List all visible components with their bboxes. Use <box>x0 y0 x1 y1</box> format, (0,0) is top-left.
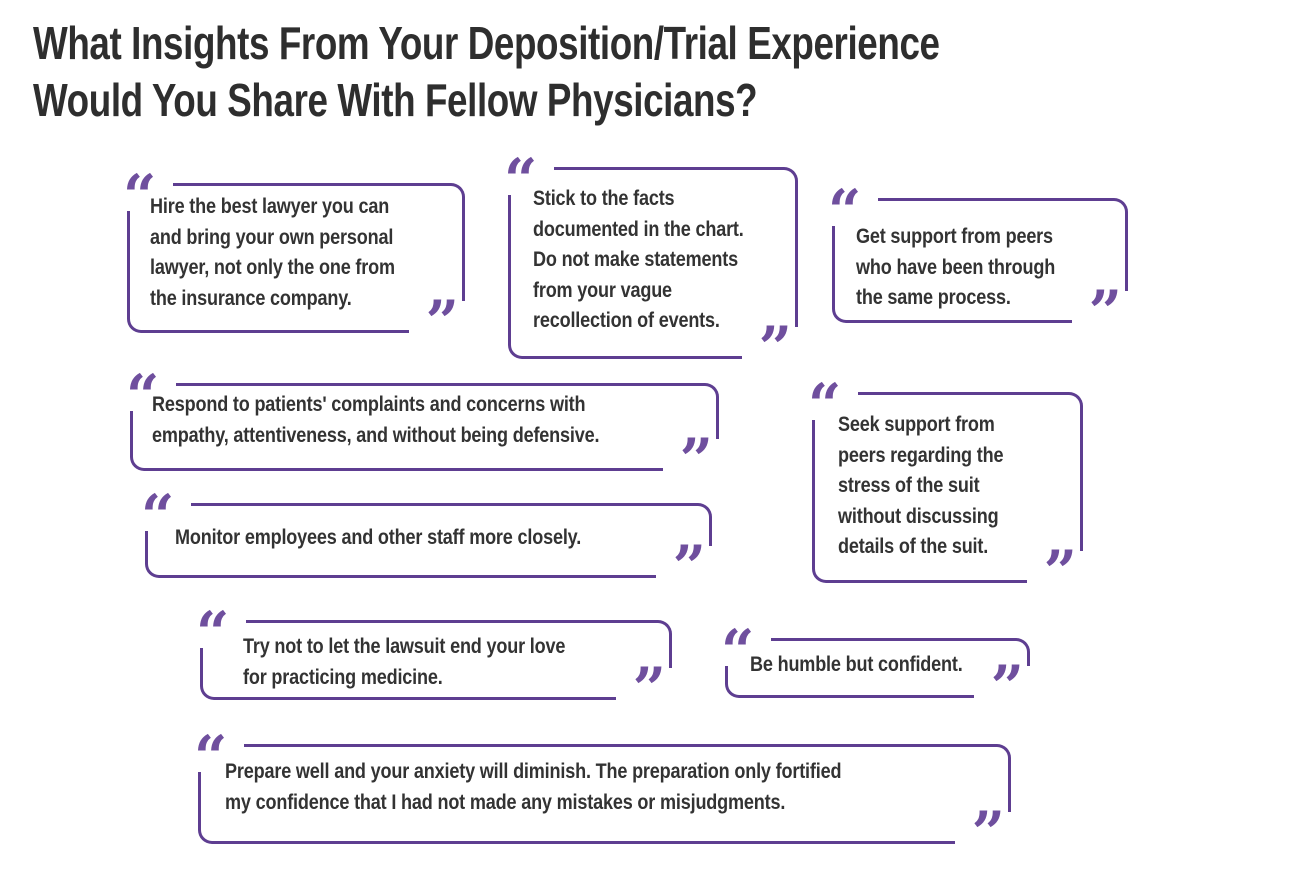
close-quote-icon: ” <box>758 314 792 382</box>
quote-text: Get support from peers who have been thr… <box>856 225 1056 309</box>
open-quote-icon: “ <box>721 617 755 685</box>
close-quote-icon: ” <box>679 426 713 494</box>
close-quote-icon: ” <box>1088 278 1122 346</box>
quote-card-7: “ Try not to let the lawsuit end your lo… <box>196 604 672 718</box>
quote-text: Try not to let the lawsuit end your love… <box>243 635 566 689</box>
quote-card-5: “ Seek support from peers regarding the … <box>808 376 1083 601</box>
quote-card-8: “ Be humble but confident. ” <box>721 622 1030 716</box>
close-quote-icon: ” <box>1043 538 1077 606</box>
quote-text: Monitor employees and other staff more c… <box>175 526 582 549</box>
close-quote-icon: ” <box>425 288 459 356</box>
quote-text: Hire the best lawyer you can and bring y… <box>150 195 395 310</box>
open-quote-icon: “ <box>123 162 157 230</box>
open-quote-icon: “ <box>194 723 228 791</box>
quote-text: Respond to patients' complaints and conc… <box>152 393 600 447</box>
quote-text: Stick to the facts documented in the cha… <box>533 187 744 332</box>
quote-card-1: “ Hire the best lawyer you can and bring… <box>123 167 465 351</box>
quote-text: Seek support from peers regarding the st… <box>838 413 1004 558</box>
open-quote-icon: “ <box>141 482 175 550</box>
open-quote-icon: “ <box>808 371 842 439</box>
quote-card-2: “ Stick to the facts documented in the c… <box>504 151 798 377</box>
quote-text: Be humble but confident. <box>750 653 963 676</box>
page-title: What Insights From Your Deposition/Trial… <box>33 17 940 126</box>
open-quote-icon: “ <box>828 177 862 245</box>
quote-card-6: “ Monitor employees and other staff more… <box>141 487 712 596</box>
open-quote-icon: “ <box>126 362 160 430</box>
quote-card-4: “ Respond to patients' complaints and co… <box>126 367 719 489</box>
close-quote-icon: ” <box>632 655 666 723</box>
close-quote-icon: ” <box>971 799 1005 867</box>
quote-card-3: “ Get support from peers who have been t… <box>828 182 1128 341</box>
open-quote-icon: “ <box>504 146 538 214</box>
close-quote-icon: ” <box>990 653 1024 721</box>
open-quote-icon: “ <box>196 599 230 667</box>
close-quote-icon: ” <box>672 533 706 601</box>
quote-card-9: “ Prepare well and your anxiety will dim… <box>194 728 1011 862</box>
quote-text: Prepare well and your anxiety will dimin… <box>225 760 842 814</box>
